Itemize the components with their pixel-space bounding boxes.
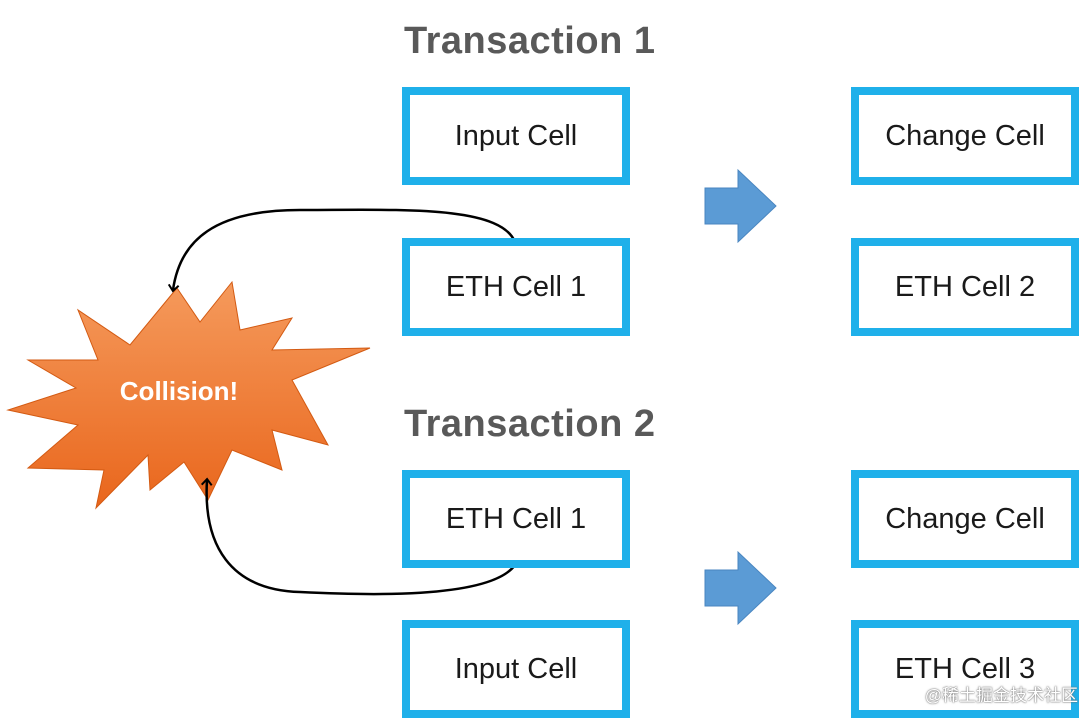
- collision-label: Collision!: [119, 376, 239, 406]
- watermark: @稀土掘金技术社区: [924, 686, 1078, 705]
- tx2-input-cell: Input Cell: [402, 620, 630, 718]
- tx1-eth-cell-1: ETH Cell 1: [402, 238, 630, 336]
- transaction2-title: Transaction 2: [404, 403, 656, 445]
- tx2-change-cell: Change Cell: [851, 470, 1079, 568]
- collision-burst: [6, 280, 371, 510]
- tx2-eth-cell-3: ETH Cell 3: [851, 620, 1079, 718]
- tx1-eth-cell-2: ETH Cell 2: [851, 238, 1079, 336]
- curve-arrow-bottom: [200, 477, 517, 596]
- tx1-input-cell: Input Cell: [402, 87, 630, 185]
- transaction1-title: Transaction 1: [404, 20, 656, 62]
- curve-arrow-top: [167, 208, 517, 293]
- tx1-change-cell: Change Cell: [851, 87, 1079, 185]
- tx2-eth-cell-1: ETH Cell 1: [402, 470, 630, 568]
- transaction2-arrow: [704, 550, 777, 626]
- transaction1-arrow: [704, 168, 777, 244]
